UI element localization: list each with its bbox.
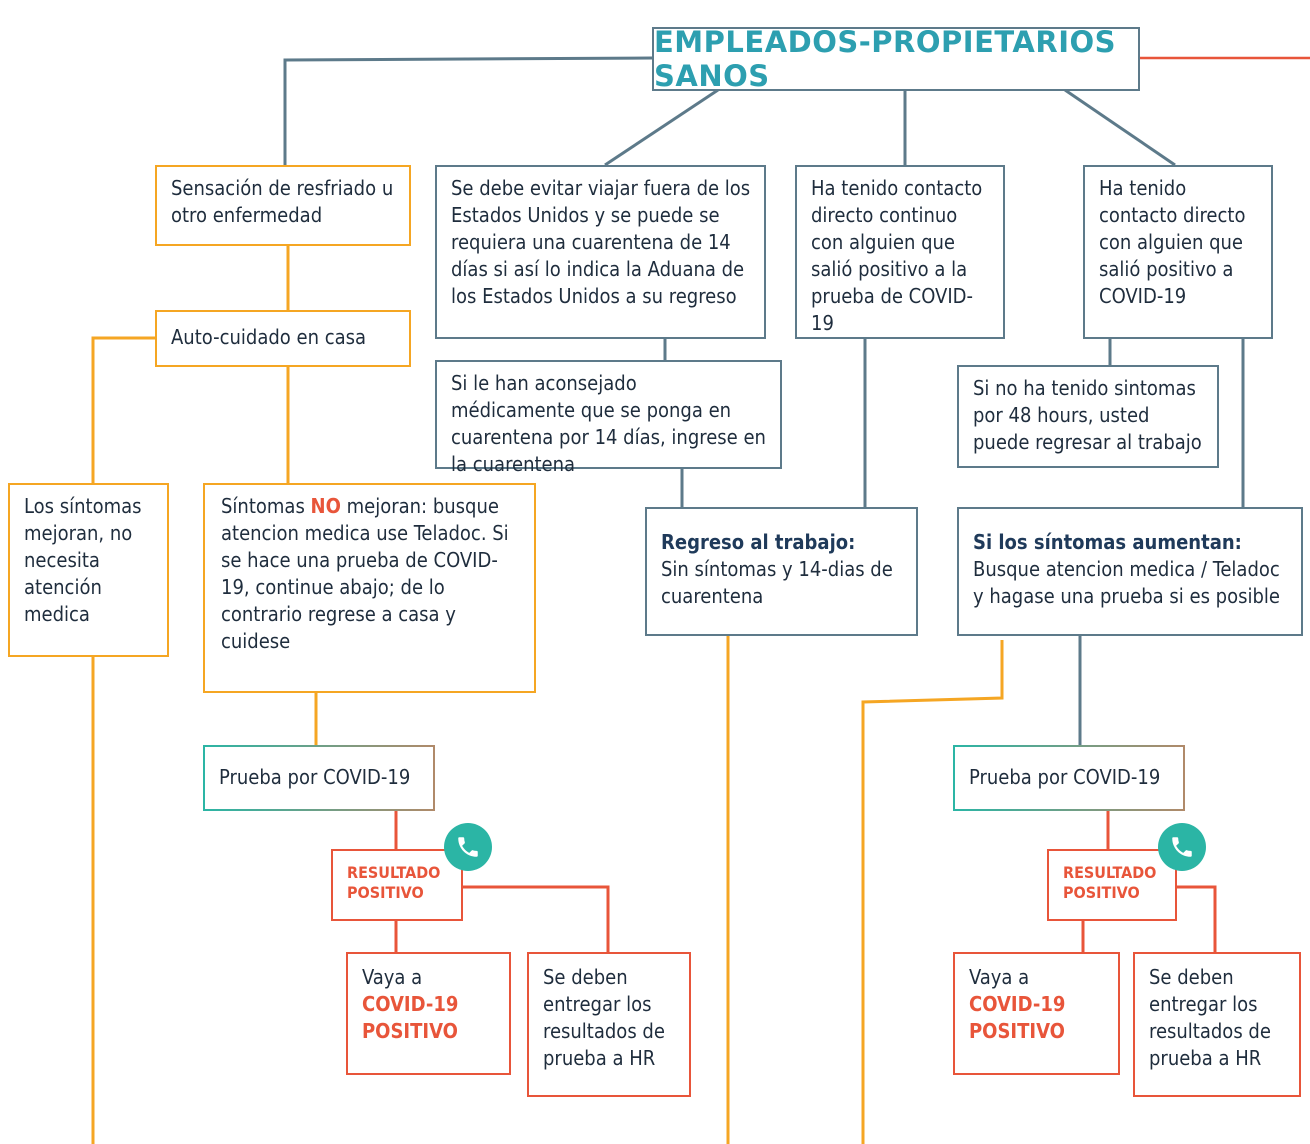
resultado-l2-left: POSITIVO bbox=[347, 883, 424, 902]
resultado-l2-right: POSITIVO bbox=[1063, 883, 1140, 902]
node-no-mejoran-no: NO bbox=[310, 494, 341, 518]
node-vaya-right: Vaya a COVID-19 POSITIVO bbox=[953, 952, 1120, 1075]
node-no-mejoran: Síntomas NO mejoran: busque atencion med… bbox=[203, 483, 536, 693]
node-mejoran-text: Los síntomas mejoran, no necesita atenci… bbox=[24, 494, 142, 626]
node-contacto-continuo-text: Ha tenido contacto directo continuo con … bbox=[811, 176, 983, 335]
node-prueba-right: Prueba por COVID-19 bbox=[953, 745, 1185, 811]
node-resfriado-text: Sensación de resfriado u otro enfermedad bbox=[171, 176, 394, 227]
resultado-l1-left: RESULTADO bbox=[347, 863, 441, 882]
covid-pos1-left: COVID-19 bbox=[362, 992, 459, 1016]
node-prueba-left-text: Prueba por COVID-19 bbox=[219, 765, 411, 789]
phone-icon-glyph bbox=[1172, 837, 1192, 857]
phone-icon-glyph bbox=[458, 837, 478, 857]
node-entregar-left-text: Se deben entregar los resultados de prue… bbox=[543, 965, 665, 1070]
resultado-positivo-left: RESULTADO POSITIVO bbox=[331, 849, 463, 921]
node-contacto-directo-text: Ha tenido contacto directo con alguien q… bbox=[1099, 176, 1246, 308]
node-aumentan-body: Busque atencion medica / Teladoc y hagas… bbox=[973, 557, 1280, 608]
node-contacto-directo: Ha tenido contacto directo con alguien q… bbox=[1083, 165, 1273, 339]
node-mejoran: Los síntomas mejoran, no necesita atenci… bbox=[8, 483, 169, 657]
node-no-mejoran-pre: Síntomas bbox=[221, 494, 311, 518]
node-viajar-text: Se debe evitar viajar fuera de los Estad… bbox=[451, 176, 751, 308]
node-entregar-right-text: Se deben entregar los resultados de prue… bbox=[1149, 965, 1271, 1070]
resultado-l1-right: RESULTADO bbox=[1063, 863, 1157, 882]
node-contacto-continuo: Ha tenido contacto directo continuo con … bbox=[795, 165, 1005, 339]
node-prueba-left: Prueba por COVID-19 bbox=[203, 745, 435, 811]
node-vaya-left: Vaya a COVID-19 POSITIVO bbox=[346, 952, 511, 1075]
node-aumentan: Si los síntomas aumentan: Busque atencio… bbox=[957, 507, 1303, 636]
node-no-mejoran-post: mejoran: busque atencion medica use Tela… bbox=[221, 494, 509, 653]
node-aconsejado: Si le han aconsejado médicamente que se … bbox=[435, 360, 782, 476]
chart-title: EMPLEADOS-PROPIETARIOS SANOS bbox=[652, 25, 1140, 93]
title-text: EMPLEADOS-PROPIETARIOS SANOS bbox=[654, 25, 1117, 93]
node-aumentan-title: Si los síntomas aumentan: bbox=[973, 530, 1242, 554]
node-entregar-right: Se deben entregar los resultados de prue… bbox=[1133, 952, 1301, 1097]
vaya-a-right: Vaya a bbox=[969, 965, 1030, 989]
node-entregar-left: Se deben entregar los resultados de prue… bbox=[527, 952, 691, 1097]
node-resfriado: Sensación de resfriado u otro enfermedad bbox=[155, 165, 411, 246]
node-regreso-body: Sin síntomas y 14-dias de cuarentena bbox=[661, 557, 893, 608]
node-regreso-title: Regreso al trabajo: bbox=[661, 530, 856, 554]
node-aconsejado-text: Si le han aconsejado médicamente que se … bbox=[451, 371, 766, 476]
node-sin-sintomas-48-text: Si no ha tenido sintomas por 48 hours, u… bbox=[973, 376, 1202, 454]
phone-icon bbox=[1158, 823, 1206, 871]
node-prueba-right-text: Prueba por COVID-19 bbox=[969, 765, 1161, 789]
node-sin-sintomas-48: Si no ha tenido sintomas por 48 hours, u… bbox=[957, 365, 1219, 468]
node-regreso: Regreso al trabajo: Sin síntomas y 14-di… bbox=[645, 507, 918, 636]
node-autocuidado-text: Auto-cuidado en casa bbox=[171, 325, 367, 349]
covid-pos2-left: POSITIVO bbox=[362, 1019, 458, 1043]
node-autocuidado: Auto-cuidado en casa bbox=[155, 310, 411, 367]
vaya-a-left: Vaya a bbox=[362, 965, 423, 989]
phone-icon bbox=[444, 823, 492, 871]
resultado-positivo-right: RESULTADO POSITIVO bbox=[1047, 849, 1177, 921]
covid-pos2-right: POSITIVO bbox=[969, 1019, 1065, 1043]
node-viajar: Se debe evitar viajar fuera de los Estad… bbox=[435, 165, 766, 339]
covid-pos1-right: COVID-19 bbox=[969, 992, 1066, 1016]
